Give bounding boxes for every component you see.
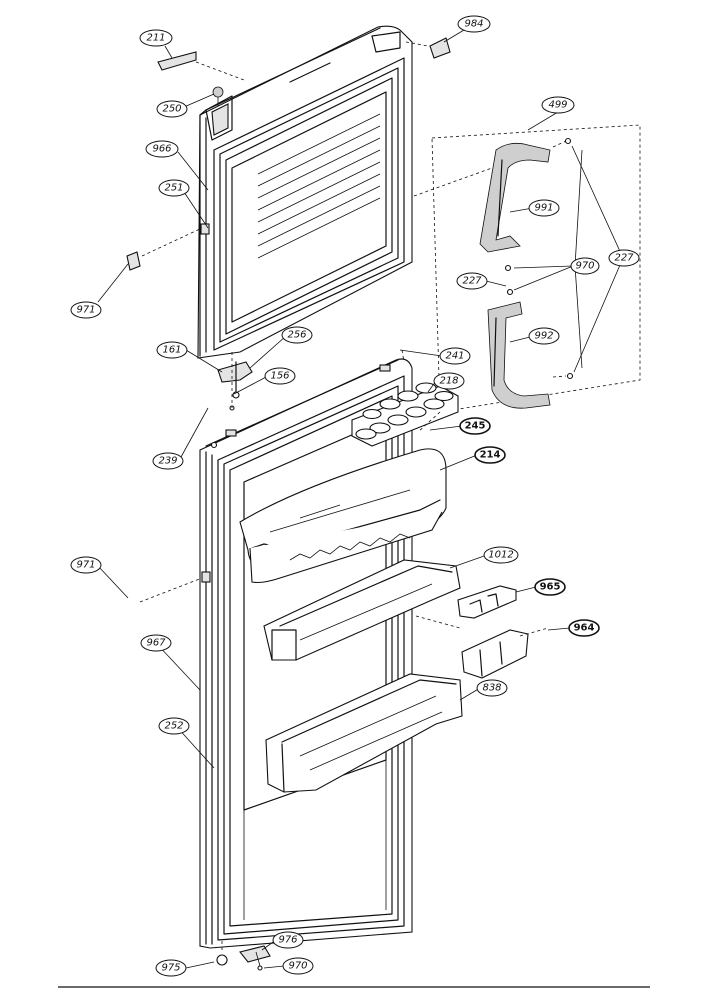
label-970-handle: 970 [570,257,600,275]
svg-text:499: 499 [548,100,567,111]
label-156: 156 [264,367,296,385]
label-250: 250 [156,100,188,118]
label-970-hinge: 970 [282,957,314,975]
leader-lines [97,29,624,969]
label-227-right: 227 [608,249,640,267]
door-shelf-lower [265,673,463,793]
upper-hinge [217,352,253,411]
freezer-door [197,25,413,359]
svg-text:250: 250 [162,104,181,115]
label-499: 499 [541,96,575,114]
label-838: 838 [476,679,508,697]
label-256: 256 [281,326,313,344]
svg-text:991: 991 [534,203,553,214]
svg-text:211: 211 [146,33,165,44]
svg-text:971: 971 [76,560,95,571]
label-218: 218 [433,372,465,390]
label-965: 965 [534,578,566,596]
label-241: 241 [439,347,471,365]
label-245: 245 [459,417,491,435]
svg-text:245: 245 [465,421,486,432]
svg-text:975: 975 [161,963,180,974]
svg-text:252: 252 [164,721,183,732]
svg-text:227: 227 [462,276,482,287]
svg-text:970: 970 [288,961,307,972]
label-964: 964 [568,619,600,637]
top-small-parts [126,37,451,271]
svg-text:838: 838 [482,683,501,694]
dairy-compartment [239,448,447,584]
svg-text:218: 218 [439,376,458,387]
svg-text:241: 241 [445,351,464,362]
svg-text:251: 251 [164,183,183,194]
label-251: 251 [158,179,190,197]
svg-text:964: 964 [574,623,595,634]
svg-text:227: 227 [614,253,634,264]
svg-text:967: 967 [146,638,166,649]
door-shelf-middle [263,559,461,661]
label-227-left: 227 [456,272,488,290]
svg-text:156: 156 [270,371,289,382]
label-252: 252 [158,717,190,735]
svg-text:1012: 1012 [488,550,513,561]
label-239: 239 [152,452,184,470]
label-1012: 1012 [483,546,519,564]
svg-text:214: 214 [480,450,501,461]
label-161: 161 [156,341,188,359]
label-211: 211 [139,29,173,47]
label-214: 214 [474,446,506,464]
svg-text:161: 161 [162,345,181,356]
svg-text:965: 965 [540,582,561,593]
handle-inset [431,124,641,413]
label-967: 967 [140,634,172,652]
label-991: 991 [528,199,560,217]
label-984: 984 [457,15,491,33]
svg-text:970: 970 [575,261,594,272]
label-975: 975 [155,959,187,977]
label-976: 976 [272,931,304,949]
svg-text:992: 992 [534,331,553,342]
small-bins [457,585,529,679]
svg-text:966: 966 [152,144,171,155]
label-971-lower: 971 [70,556,102,574]
svg-text:976: 976 [278,935,297,946]
svg-text:239: 239 [158,456,177,467]
svg-text:971: 971 [76,305,95,316]
freezer-door-ribs [257,113,381,259]
svg-text:256: 256 [287,330,306,341]
assembly-lines [139,41,549,950]
svg-text:984: 984 [464,19,483,30]
label-992: 992 [528,327,560,345]
label-971-upper: 971 [70,301,102,319]
label-966: 966 [145,140,179,158]
